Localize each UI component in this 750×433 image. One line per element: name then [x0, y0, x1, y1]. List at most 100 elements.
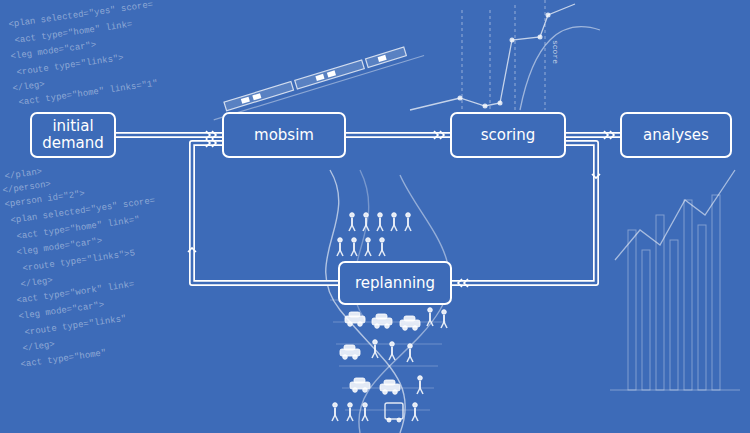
person-leg	[372, 352, 375, 358]
person-leg	[375, 352, 378, 358]
plan-code-line: <route type="links">5	[22, 248, 136, 274]
person-leg	[391, 225, 394, 231]
plan-code-line: <leg mode="car">	[18, 300, 105, 322]
person-head	[418, 376, 423, 381]
connector-outer	[566, 132, 620, 138]
traveller-figures	[330, 213, 450, 422]
connector-inner	[346, 134, 450, 137]
connector-outer	[346, 132, 450, 138]
person-head	[406, 213, 411, 218]
person-leg	[362, 415, 365, 421]
person-head	[364, 213, 369, 218]
car-wheel	[385, 324, 390, 329]
person-leg	[379, 250, 382, 256]
helix-rung	[342, 388, 434, 389]
person-leg	[335, 415, 338, 421]
car-wheel	[413, 326, 418, 331]
person-head	[333, 403, 338, 408]
arrow-chevron	[206, 131, 210, 139]
arrow-chevron	[188, 248, 196, 252]
person-head	[378, 213, 383, 218]
connector-inner	[192, 143, 338, 283]
arrow-chevron	[458, 279, 462, 287]
person-head	[352, 238, 357, 243]
plan-code-line: <route type="links"	[24, 314, 127, 338]
person-leg	[352, 225, 355, 231]
person-leg	[365, 415, 368, 421]
plan-code-line: </person>	[2, 179, 52, 196]
person-body	[339, 243, 341, 250]
plan-code-line: <plan selected="yes" score=	[8, 0, 154, 30]
person-leg	[382, 250, 385, 256]
process-box: analyses	[620, 112, 732, 158]
person-leg	[377, 225, 380, 231]
person-head	[338, 238, 343, 243]
person-head	[363, 403, 368, 408]
connector-outer	[452, 143, 596, 283]
person-leg	[389, 354, 392, 360]
plan-code-line: <leg mode="car">	[16, 236, 103, 258]
arrow-chevron	[212, 131, 216, 139]
plan-code-line: <act type="home" links="1"	[18, 78, 158, 107]
person-leg	[394, 225, 397, 231]
arrow-chevron	[206, 139, 210, 147]
person-leg	[420, 388, 423, 394]
process-box: scoring	[450, 112, 566, 158]
person-head	[366, 238, 371, 243]
person-body	[414, 408, 416, 415]
connector-outer	[192, 143, 338, 283]
person-head	[350, 213, 355, 218]
person-leg	[332, 415, 335, 421]
person-leg	[350, 415, 353, 421]
person-body	[351, 218, 353, 225]
flow-connector	[346, 131, 450, 139]
person-body	[353, 243, 355, 250]
plan-code-line: <leg mode="car">	[10, 40, 97, 62]
person-body	[334, 408, 336, 415]
box-label: replanning	[355, 275, 435, 292]
car-roof	[384, 380, 395, 385]
person-body	[374, 345, 376, 352]
flow-connector	[452, 143, 600, 287]
person-head	[348, 403, 353, 408]
car-wheel	[353, 355, 358, 360]
flow-connector	[188, 139, 338, 283]
train-illustration	[210, 42, 424, 120]
person-body	[365, 218, 367, 225]
flow-connector	[116, 131, 222, 139]
person-leg	[415, 415, 418, 421]
car-roof	[344, 345, 355, 350]
person-head	[428, 308, 433, 313]
helix-rung	[345, 410, 430, 411]
connector-inner	[452, 143, 596, 283]
person-body	[391, 347, 393, 354]
person-leg	[444, 322, 447, 328]
car-wheel	[403, 326, 408, 331]
arrow-chevron	[464, 279, 468, 287]
helix-rung	[333, 322, 446, 323]
person-body	[419, 381, 421, 388]
person-leg	[427, 320, 430, 326]
plan-code-line: <act type="home" link=	[14, 19, 133, 45]
person-body	[364, 408, 366, 415]
person-leg	[340, 250, 343, 256]
person-leg	[365, 250, 368, 256]
axis-label: score	[551, 40, 560, 64]
box-label: scoring	[481, 127, 536, 144]
connector-inner	[116, 134, 222, 137]
plan-code-line: <route type="links">	[16, 53, 124, 78]
person-head	[392, 213, 397, 218]
arrow-chevron	[212, 139, 216, 147]
person-body	[409, 349, 411, 356]
box-label: analyses	[643, 127, 709, 144]
flow-connector	[566, 131, 620, 139]
car-roof	[354, 378, 365, 383]
car-roof	[349, 312, 360, 317]
person-leg	[354, 250, 357, 256]
person-leg	[392, 354, 395, 360]
arrow-chevron	[434, 131, 438, 139]
person-leg	[380, 225, 383, 231]
plan-code-line: </leg>	[12, 79, 45, 93]
